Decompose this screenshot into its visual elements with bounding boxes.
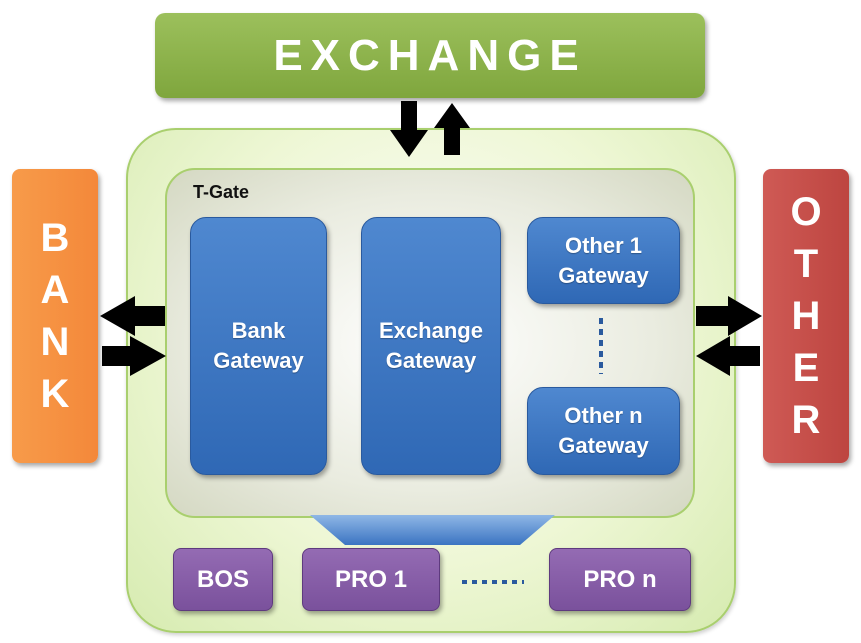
left-arrow-icon (696, 336, 760, 376)
pron-label: PRO n (583, 565, 657, 593)
othern-gateway-line2: Gateway (558, 433, 649, 458)
othern-gateway-box: Other n Gateway (527, 387, 680, 475)
tgate-title: T-Gate (193, 182, 250, 202)
vertical-ellipsis (599, 318, 603, 374)
bank-gateway-line2: Gateway (213, 348, 304, 373)
other1-gateway-line2: Gateway (558, 262, 649, 288)
other-letter: T (793, 242, 819, 286)
other-letter: O (790, 190, 822, 234)
other-letter: E (792, 346, 820, 390)
exchange-gateway-line2: Gateway (385, 348, 477, 373)
bank-gateway-line1: Bank (231, 318, 286, 343)
other1-gateway-line1: Other 1 (564, 232, 643, 258)
bank-letter: N (40, 320, 70, 364)
bank-bar: B A N K (12, 169, 98, 463)
right-arrow-icon (696, 296, 762, 336)
bos-box: BOS (173, 548, 273, 611)
pron-box: PRO n (549, 548, 691, 611)
down-arrow-icon (390, 101, 428, 157)
pro1-label: PRO 1 (334, 565, 408, 593)
funnel-arrow-icon (310, 515, 555, 545)
exchange-label: EXCHANGE (273, 30, 587, 80)
bank-letter: A (40, 268, 70, 312)
right-arrow-icon (102, 336, 166, 376)
other-letter: H (791, 294, 821, 338)
other-bar: O T H E R (763, 169, 849, 463)
othern-gateway-line1: Other n (564, 403, 643, 428)
other-letter: R (791, 398, 821, 442)
bank-gateway-box: Bank Gateway (190, 217, 327, 475)
bank-letter: B (40, 216, 70, 260)
bank-letter: K (40, 372, 70, 416)
exchange-gateway-line1: Exchange (379, 318, 483, 343)
exchange-gateway-box: Exchange Gateway (361, 217, 501, 475)
horizontal-ellipsis (462, 580, 524, 584)
other1-gateway-box: Other 1 Gateway (527, 217, 680, 304)
left-arrow-icon (100, 296, 165, 336)
pro1-box: PRO 1 (302, 548, 440, 611)
up-arrow-icon (434, 103, 470, 155)
bos-label: BOS (196, 565, 249, 593)
exchange-banner: EXCHANGE (155, 13, 705, 98)
